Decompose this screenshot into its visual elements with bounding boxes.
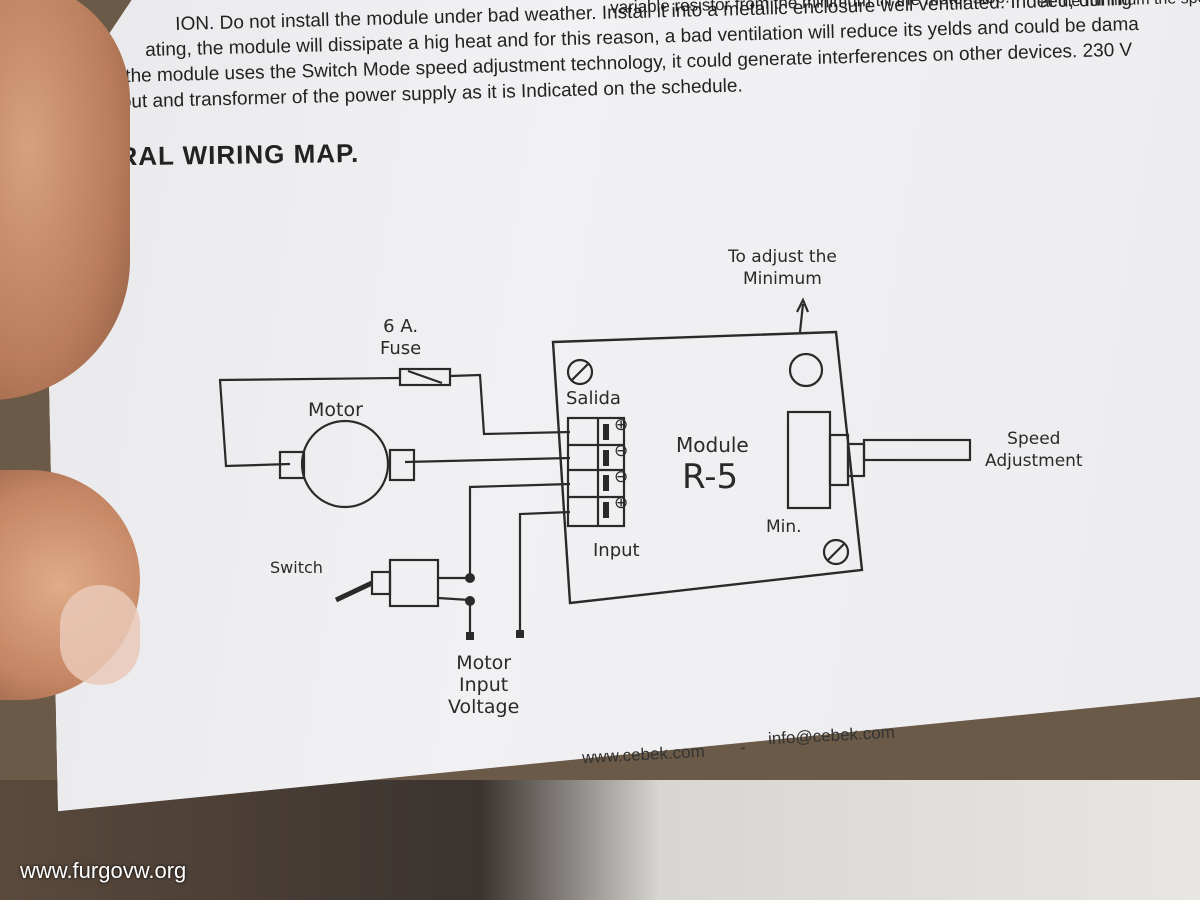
wire-motor-to-fuse	[218, 376, 401, 468]
terminal-symbol-2: ⊖	[614, 467, 629, 487]
terminal-block	[566, 416, 626, 528]
hand-top-left	[0, 0, 130, 400]
input-label: Input	[593, 540, 640, 561]
min-label: Min.	[766, 517, 802, 537]
thumb-nail	[60, 585, 140, 685]
fuse-icon	[398, 367, 452, 387]
adjust-minimum-label: To adjust the Minimum	[728, 247, 837, 289]
adjust-arrow	[798, 303, 805, 333]
motor-label: Motor	[308, 399, 363, 421]
potentiometer-body	[786, 410, 832, 510]
wire-input-minus-to-switch	[468, 482, 571, 578]
speed-adjustment-label: Speed Adjustment	[985, 429, 1083, 471]
footer-separator: -	[740, 738, 746, 757]
module-board	[551, 330, 864, 605]
potentiometer-shaft	[862, 438, 972, 462]
wire-motor-to-salida-minus	[404, 456, 571, 464]
motor-icon	[300, 419, 390, 509]
fuse-label: 6 A. Fuse	[380, 316, 422, 359]
wire-fuse-to-salida-plus	[449, 373, 571, 436]
salida-label: Salida	[566, 388, 621, 409]
background-surface	[0, 780, 1200, 900]
mount-screw-bottom-right	[822, 538, 850, 566]
module-label: Module	[676, 433, 749, 457]
terminal-symbol-0: ⊕	[614, 415, 629, 435]
trimmer-icon	[788, 352, 824, 388]
wire-input-plus-to-supply	[518, 510, 571, 632]
module-model: R-5	[682, 457, 739, 497]
watermark: www.furgovw.org	[20, 858, 187, 883]
terminal-symbol-1: ⊖	[614, 441, 629, 461]
motor-terminal-left	[278, 450, 306, 480]
switch-icon	[388, 558, 440, 608]
motor-input-voltage-label: Motor Input Voltage	[448, 652, 520, 718]
mount-screw-top-left	[566, 358, 594, 386]
terminal-symbol-3: ⊕	[614, 493, 629, 513]
switch-label: Switch	[270, 558, 323, 577]
motor-terminal-right	[388, 448, 416, 482]
